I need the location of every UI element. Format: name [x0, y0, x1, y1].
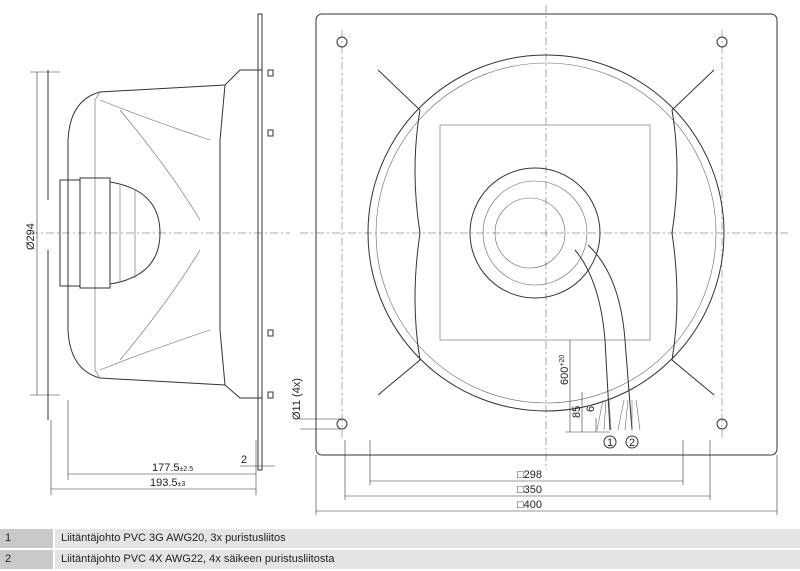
legend-number: 2	[0, 550, 53, 569]
depth-inner-tolerance: ±2.5	[180, 466, 194, 473]
legend-table: 1 Liitäntäjohto PVC 3G AWG20, 3x puristu…	[0, 529, 800, 571]
legend-row: 1 Liitäntäjohto PVC 3G AWG20, 3x puristu…	[0, 529, 800, 548]
legend-number: 1	[0, 529, 53, 548]
cable-length-label: 600	[559, 367, 571, 385]
callout-1: 1	[607, 437, 613, 449]
depth-inner-label: 177.5	[152, 462, 180, 474]
svg-text:177.5±2.5: 177.5±2.5	[152, 462, 193, 474]
depth-total-tolerance: ±3	[178, 481, 186, 488]
legend-description: Liitäntäjohto PVC 4X AWG22, 4x säikeen p…	[55, 550, 800, 569]
square-400-label: □400	[517, 499, 542, 511]
square-298-label: □298	[517, 469, 542, 481]
legend-row: 2 Liitäntäjohto PVC 4X AWG22, 4x säikeen…	[0, 550, 800, 569]
callout-2: 2	[629, 437, 635, 449]
hole-label: Ø11 (4x)	[291, 378, 303, 420]
front-view: 1 2 600+20 85 6 Ø11 (4x) □298 □350 □400	[291, 5, 790, 515]
svg-text:193.5±3: 193.5±3	[150, 477, 185, 489]
square-350-label: □350	[517, 484, 542, 496]
svg-text:600+20: 600+20	[559, 355, 571, 385]
fan-technical-drawing: Ø294 2 177.5±2.5 193.5±3 1 2	[25, 5, 790, 515]
plate-thickness-label: 2	[241, 454, 247, 466]
depth-total-label: 193.5	[150, 477, 178, 489]
side-view: Ø294 2 177.5±2.5 193.5±3	[25, 13, 290, 495]
cable-length-tolerance: +20	[559, 355, 566, 367]
diameter-label: Ø294	[25, 223, 37, 250]
legend-description: Liitäntäjohto PVC 3G AWG20, 3x puristusl…	[55, 529, 800, 548]
strip-end-label: 6	[585, 406, 597, 412]
strip-length-label: 85	[571, 406, 583, 418]
